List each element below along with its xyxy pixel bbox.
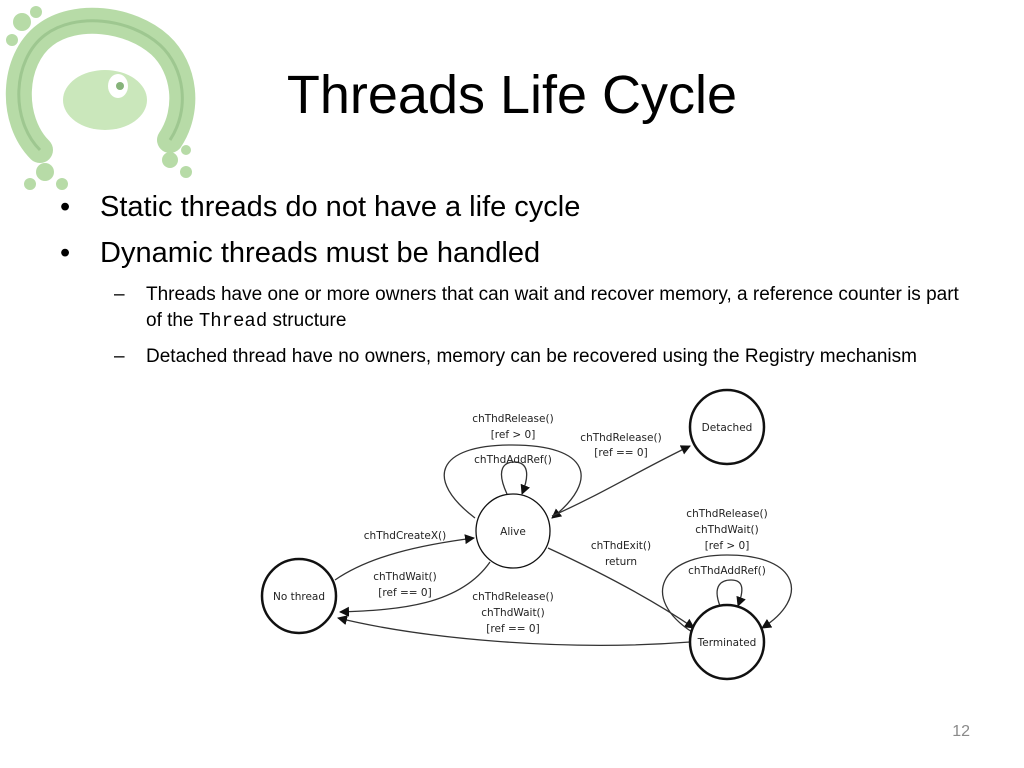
- edge-label: chThdCreateX(): [364, 530, 446, 542]
- sub-bullet-text: Threads have one or more owners that can…: [146, 284, 959, 331]
- edge-terminated-addref-self: [716, 579, 746, 607]
- edge-label: [ref == 0]: [486, 623, 539, 635]
- node-label-no-thread: No thread: [273, 591, 325, 603]
- edge-label: chThdRelease(): [686, 508, 767, 520]
- sub-bullet-item: – Detached thread have no owners, memory…: [60, 344, 960, 370]
- gecko-logo: [5, 6, 196, 190]
- node-terminated: [688, 603, 766, 681]
- edge-alive-addref-self: [500, 461, 530, 495]
- edge-label: [ref == 0]: [378, 587, 431, 599]
- edge-label: chThdWait(): [373, 571, 437, 583]
- bullet-marker: •: [60, 191, 71, 223]
- sub-bullet-item: – Threads have one or more owners that c…: [60, 282, 960, 334]
- node-detached: [688, 388, 766, 466]
- bullet-item: • Static threads do not have a life cycl…: [60, 188, 960, 226]
- edge-create: [334, 534, 475, 581]
- node-label-terminated: Terminated: [697, 637, 757, 649]
- edge-terminated-release-self: [662, 554, 793, 633]
- sub-bullet-text-tail: structure: [267, 310, 347, 331]
- sub-bullet-marker: –: [114, 284, 125, 305]
- edge-wait-nothread: [339, 561, 491, 617]
- bullet-list: • Static threads do not have a life cycl…: [60, 188, 960, 370]
- bullet-text: Dynamic threads must be handled: [100, 237, 541, 269]
- edge-label: chThdWait(): [695, 524, 759, 536]
- edge-label: [ref > 0]: [491, 429, 536, 441]
- edge-label: chThdAddRef(): [474, 454, 552, 466]
- node-alive: [475, 493, 551, 569]
- edge-label: chThdAddRef(): [688, 565, 766, 577]
- edge-label: [ref == 0]: [594, 447, 647, 459]
- edge-exit: [547, 547, 695, 629]
- node-no-thread: [260, 557, 338, 635]
- edge-alive-release-self: [443, 444, 582, 519]
- sub-bullet-text: Detached thread have no owners, memory c…: [146, 346, 917, 367]
- edge-label: return: [605, 556, 637, 568]
- edge-label: chThdRelease(): [472, 591, 553, 603]
- bullet-marker: •: [60, 237, 71, 269]
- edge-terminated-nothread: [337, 615, 691, 646]
- edge-label: [ref > 0]: [705, 540, 750, 552]
- slide-title: Threads Life Cycle: [286, 65, 738, 125]
- node-label-detached: Detached: [702, 422, 753, 434]
- bullet-text: Static threads do not have a life cycle: [100, 191, 581, 223]
- sub-bullet-marker: –: [114, 346, 125, 367]
- edge-label: chThdRelease(): [472, 413, 553, 425]
- edge-label: chThdRelease(): [580, 432, 661, 444]
- node-label-alive: Alive: [500, 526, 526, 538]
- code-thread: Thread: [198, 310, 268, 332]
- bullet-item: • Dynamic threads must be handled: [60, 234, 960, 272]
- edge-alive-detached: [551, 445, 691, 517]
- edge-label: chThdExit(): [591, 540, 651, 552]
- edge-label: chThdWait(): [481, 607, 545, 619]
- page-number: 12: [952, 723, 970, 740]
